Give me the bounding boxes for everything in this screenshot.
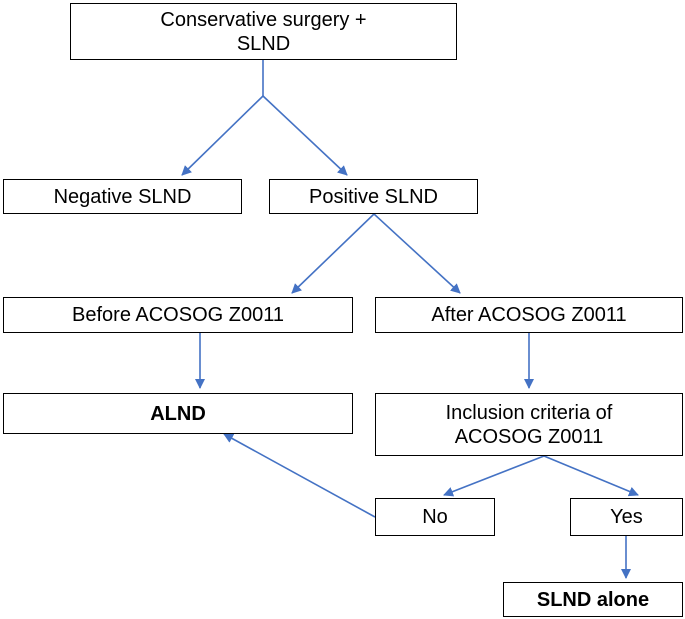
node-slnd-alone: SLND alone bbox=[503, 582, 683, 617]
node-yes-label: Yes bbox=[610, 506, 643, 528]
node-after-acosog: After ACOSOG Z0011 bbox=[375, 297, 683, 333]
node-inclusion-criteria: Inclusion criteria of ACOSOG Z0011 bbox=[375, 393, 683, 456]
node-conservative-surgery: Conservative surgery + SLND bbox=[70, 3, 457, 60]
node-before-acosog-label: Before ACOSOG Z0011 bbox=[72, 304, 284, 326]
node-before-acosog: Before ACOSOG Z0011 bbox=[3, 297, 353, 333]
arrow-no-to-alnd bbox=[223, 433, 376, 518]
arrow-to-positive bbox=[262, 95, 348, 176]
node-positive-slnd: Positive SLND bbox=[269, 179, 478, 214]
arrow-to-before bbox=[291, 213, 375, 294]
arrow-to-after bbox=[373, 213, 461, 294]
node-inclusion-criteria-line1: Inclusion criteria of bbox=[445, 401, 613, 424]
node-slnd-alone-label: SLND alone bbox=[536, 588, 650, 611]
node-conservative-surgery-line2: SLND bbox=[236, 32, 291, 55]
node-alnd: ALND bbox=[3, 393, 353, 434]
node-conservative-surgery-line1: Conservative surgery + bbox=[160, 8, 367, 31]
arrow-to-no bbox=[443, 455, 545, 497]
node-yes: Yes bbox=[570, 498, 683, 536]
node-positive-slnd-label: Positive SLND bbox=[309, 185, 438, 208]
node-inclusion-criteria-line2: ACOSOG Z0011 bbox=[454, 425, 604, 448]
arrow-to-yes bbox=[543, 455, 639, 497]
node-negative-slnd-label: Negative SLND bbox=[53, 185, 192, 208]
node-no: No bbox=[375, 498, 495, 536]
node-negative-slnd: Negative SLND bbox=[3, 179, 242, 214]
arrow-to-negative bbox=[181, 95, 264, 176]
node-alnd-label: ALND bbox=[150, 402, 206, 425]
node-after-acosog-label: After ACOSOG Z0011 bbox=[431, 304, 627, 326]
node-no-label: No bbox=[422, 506, 448, 528]
